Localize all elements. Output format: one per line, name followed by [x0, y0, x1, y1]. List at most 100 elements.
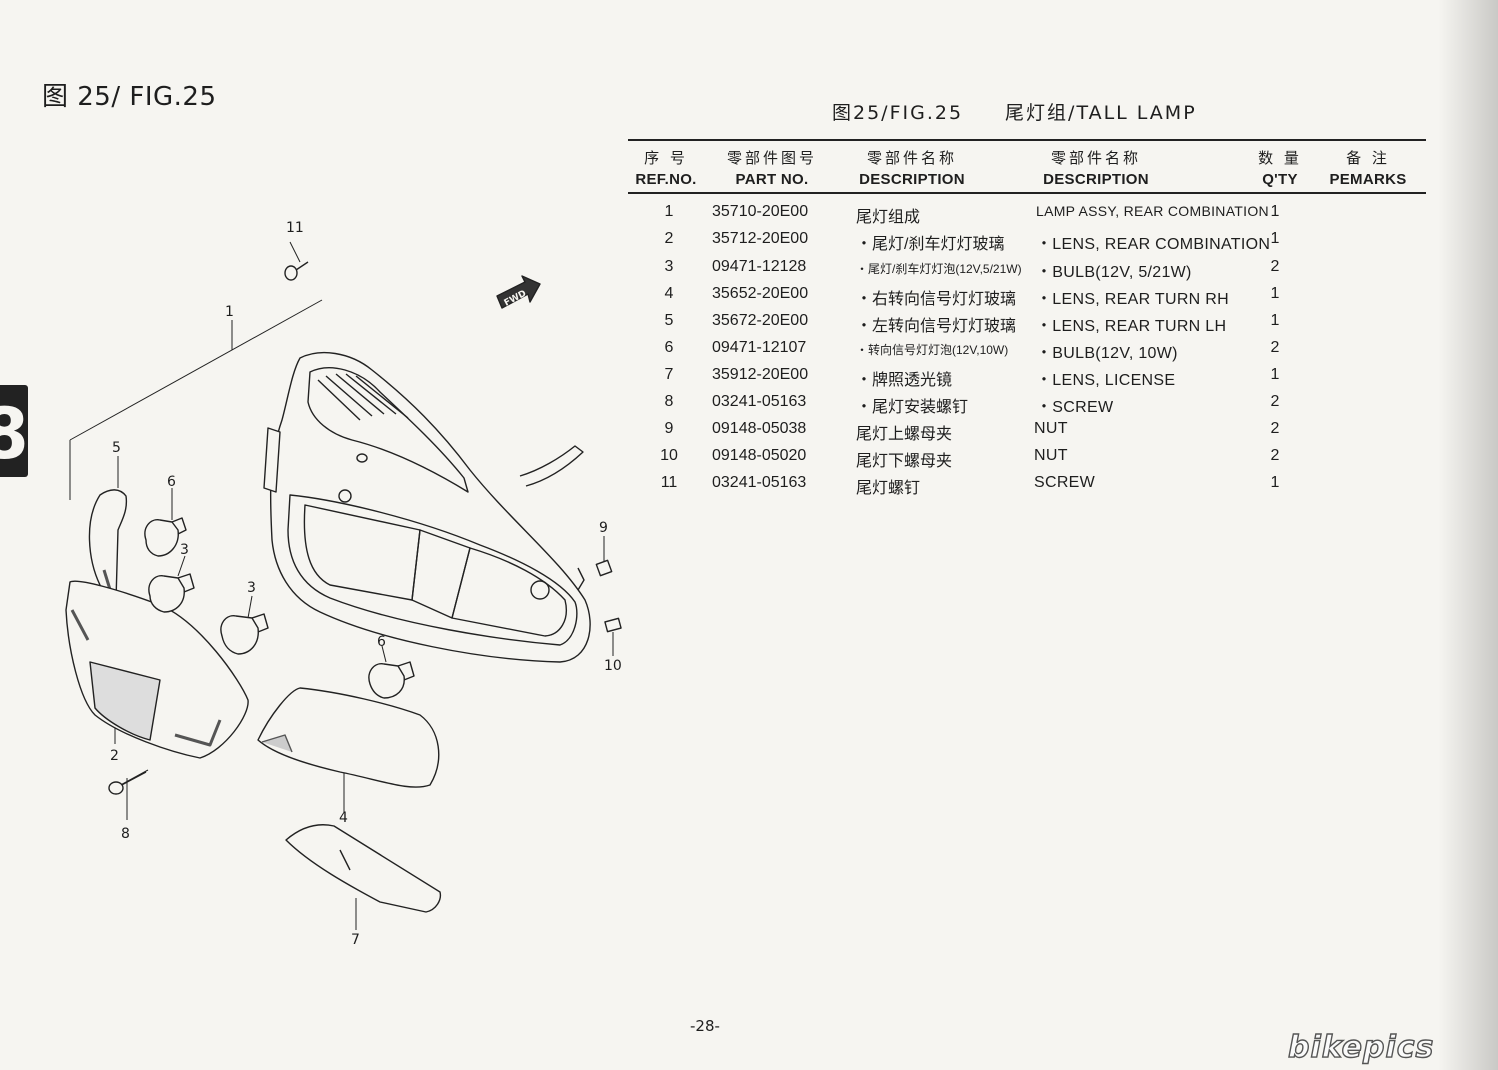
callout-1: 1 — [225, 304, 234, 320]
cell-desc-cn: 尾灯螺钉 — [856, 480, 921, 497]
header-description-cn: 零部件名称 DESCRIPTION — [859, 149, 965, 188]
cell-part-no: 03241-05163 — [712, 474, 807, 491]
cell-part-no: 35652-20E00 — [712, 285, 809, 302]
fwd-arrow-icon: FWD — [496, 275, 541, 309]
cell-desc-cn: ・尾灯/刹车灯灯泡(12V,5/21W) — [856, 262, 1022, 276]
figure-title: 图 25/ FIG.25 — [42, 82, 217, 112]
cell-desc-cn: ・右转向信号灯灯玻璃 — [856, 291, 1017, 308]
page-gutter-shadow — [1438, 0, 1498, 1070]
callout-labels: 11 1 5 6 3 3 2 8 6 4 7 9 10 — [110, 220, 622, 948]
cell-desc-en: LAMP ASSY, REAR COMBINATION — [1036, 203, 1269, 219]
callout-3-b: 3 — [247, 580, 256, 596]
part-10-nut-clip — [604, 617, 622, 633]
part-8-screw — [108, 771, 147, 795]
cell-part-no: 09471-12107 — [712, 339, 807, 356]
cell-qty: 1 — [1270, 203, 1280, 220]
cell-desc-cn: 尾灯下螺母夹 — [856, 453, 953, 470]
cell-ref: 2 — [664, 230, 674, 247]
callout-7: 7 — [351, 932, 360, 948]
cell-desc-en: ・LENS, REAR COMBINATION — [1036, 236, 1271, 253]
callout-8: 8 — [121, 826, 130, 842]
header-description-en: 零部件名称 DESCRIPTION — [1043, 149, 1149, 188]
cell-part-no: 35672-20E00 — [712, 312, 809, 329]
cell-qty: 2 — [1270, 258, 1280, 275]
cell-ref: 1 — [664, 203, 674, 220]
part-7-license-lens — [285, 824, 442, 913]
cell-part-no: 03241-05163 — [712, 393, 807, 410]
cell-ref: 11 — [660, 474, 678, 491]
cell-part-no: 09148-05038 — [712, 420, 807, 437]
watermark-logo: bikepics — [1287, 1029, 1435, 1065]
callout-11: 11 — [286, 220, 304, 236]
cell-qty: 2 — [1270, 420, 1280, 437]
header-quantity: 数 量 Q'TY — [1258, 149, 1302, 188]
table-title: 图25/FIG.25 尾灯组/TALL LAMP — [832, 102, 1197, 124]
cell-ref: 10 — [660, 447, 678, 464]
cell-desc-cn: ・左转向信号灯灯玻璃 — [856, 318, 1017, 335]
page-number: -28- — [690, 1017, 720, 1035]
cell-qty: 1 — [1270, 312, 1280, 329]
table-row: 1 35710-20E00 尾灯组成 LAMP ASSY, REAR COMBI… — [628, 203, 1426, 230]
cell-ref: 8 — [664, 393, 674, 410]
cell-ref: 3 — [664, 258, 674, 275]
part-3-bulb-2 — [220, 613, 269, 655]
cell-part-no: 35710-20E00 — [712, 203, 809, 220]
cell-qty: 1 — [1270, 366, 1280, 383]
cell-ref: 9 — [664, 420, 674, 437]
cell-qty: 2 — [1270, 447, 1280, 464]
cell-desc-cn: ・牌照透光镜 — [856, 372, 953, 389]
callout-10: 10 — [604, 658, 622, 674]
cell-desc-en: NUT — [1034, 420, 1068, 437]
callout-9: 9 — [599, 520, 608, 536]
callout-4: 4 — [339, 810, 348, 826]
callout-6: 6 — [167, 474, 176, 490]
cell-ref: 4 — [664, 285, 674, 302]
callout-2: 2 — [110, 748, 119, 764]
cell-desc-cn: ・尾灯/刹车灯灯玻璃 — [856, 236, 1005, 253]
table-row: 8 03241-05163 ・尾灯安装螺钉 ・SCREW 2 — [628, 393, 1426, 420]
cell-qty: 1 — [1270, 474, 1280, 491]
table-top-rule — [628, 139, 1426, 141]
section-tab-marker: 8 — [0, 385, 28, 477]
cell-qty: 1 — [1270, 285, 1280, 302]
cell-desc-en: ・LENS, REAR TURN LH — [1036, 318, 1227, 335]
cell-desc-cn: 尾灯上螺母夹 — [856, 426, 953, 443]
table-row: 7 35912-20E00 ・牌照透光镜 ・LENS, LICENSE 1 — [628, 366, 1426, 393]
table-row: 3 09471-12128 ・尾灯/刹车灯灯泡(12V,5/21W) ・BULB… — [628, 258, 1426, 285]
callout-5: 5 — [112, 440, 121, 456]
part-4-turn-lens-rh — [257, 687, 440, 788]
cell-ref: 6 — [664, 339, 674, 356]
exploded-parts-diagram: FWD — [65, 220, 622, 948]
cell-part-no: 09148-05020 — [712, 447, 807, 464]
part-6-bulb-2 — [368, 661, 415, 699]
cell-desc-cn: ・尾灯安装螺钉 — [856, 399, 969, 416]
cell-desc-en: NUT — [1034, 447, 1068, 464]
cell-desc-en: ・BULB(12V, 10W) — [1036, 345, 1178, 362]
callout-6-b: 6 — [377, 634, 386, 650]
cell-ref: 7 — [664, 366, 674, 383]
cell-part-no: 35712-20E00 — [712, 230, 809, 247]
table-row: 5 35672-20E00 ・左转向信号灯灯玻璃 ・LENS, REAR TUR… — [628, 312, 1426, 339]
table-row: 6 09471-12107 ・转向信号灯灯泡(12V,10W) ・BULB(12… — [628, 339, 1426, 366]
table-row: 2 35712-20E00 ・尾灯/刹车灯灯玻璃 ・LENS, REAR COM… — [628, 230, 1426, 257]
table-header-rule — [628, 192, 1426, 194]
callout-3: 3 — [180, 542, 189, 558]
part-6-bulb — [144, 517, 187, 557]
table-row: 4 35652-20E00 ・右转向信号灯灯玻璃 ・LENS, REAR TUR… — [628, 285, 1426, 312]
cell-desc-en: SCREW — [1034, 474, 1096, 491]
header-part-no: 零部件图号 PART NO. — [726, 149, 817, 188]
cell-desc-en: ・LENS, REAR TURN RH — [1036, 291, 1229, 308]
cell-desc-cn: 尾灯组成 — [856, 209, 921, 226]
part-11-screw — [284, 261, 309, 281]
cell-qty: 2 — [1270, 393, 1280, 410]
cell-part-no: 35912-20E00 — [712, 366, 809, 383]
cell-part-no: 09471-12128 — [712, 258, 807, 275]
cell-desc-en: ・LENS, LICENSE — [1036, 372, 1176, 389]
part-1-lamp-housing — [263, 352, 591, 663]
cell-qty: 1 — [1270, 230, 1280, 247]
part-9-nut-clip — [595, 559, 613, 577]
header-ref-no: 序 号 REF.NO. — [635, 149, 697, 188]
table-row: 11 03241-05163 尾灯螺钉 SCREW 1 — [628, 474, 1426, 501]
header-remarks: 备 注 PEMARKS — [1329, 149, 1407, 188]
table-row: 9 09148-05038 尾灯上螺母夹 NUT 2 — [628, 420, 1426, 447]
